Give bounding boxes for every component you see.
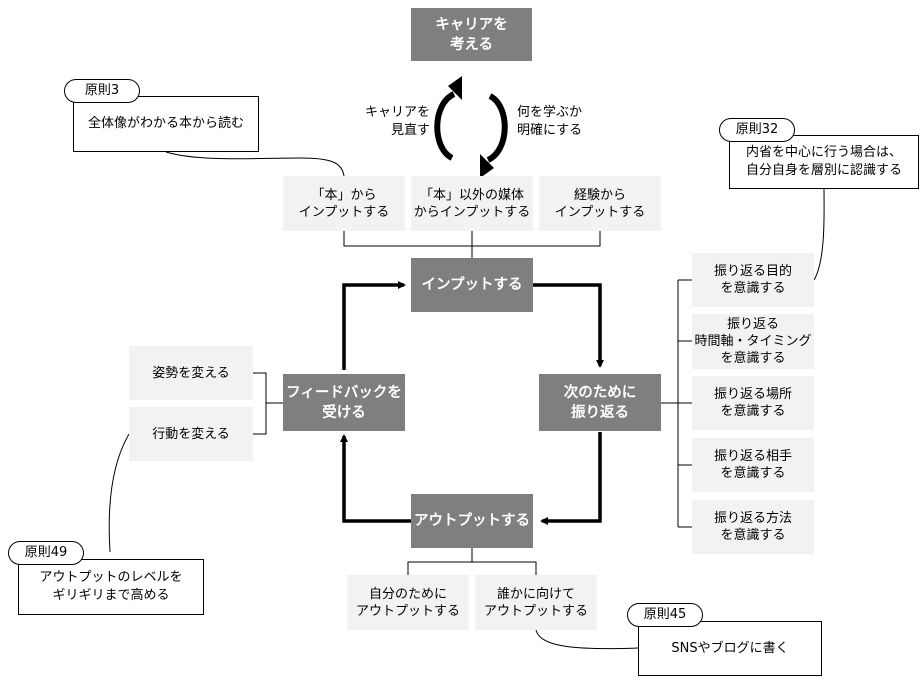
review-career-line1: キャリアを [364,105,430,120]
output-item-self: 自分のために アウトプットする [347,575,469,630]
cycle-arrowhead-bottom [480,154,494,178]
arrow-reflect-to-output [540,432,602,525]
reflect-item-timing: 振り返る 時間軸・タイミング を意識する [692,314,814,369]
reflect-items-bracket [661,279,692,528]
principle-32-line2: 自分自身を層別に認識する [745,163,902,178]
principle-3-tag: 原則3 [64,79,140,103]
output-item-others-line1: 誰かに向けて [496,586,575,602]
output-item-others: 誰かに向けて アウトプットする [475,575,597,630]
input-method-book-line1: 「本」から [311,187,377,203]
cycle-arrowhead-top [448,76,462,100]
cycle-arrow-left-icon [434,91,456,161]
arrow-input-to-reflect [533,283,604,368]
career-think-line1: キャリアを [435,16,508,33]
reflect-item-partner-line1: 振り返る相手 [713,449,792,464]
reflect-item-purpose: 振り返る目的 を意識する [692,253,814,307]
principle-3-text: 全体像がわかる本から読む [87,116,244,131]
reflect-item-method: 振り返る方法 を意識する [692,500,814,554]
principle-3-note: 全体像がわかる本から読む [73,96,259,152]
reflect-item-place-line2: を意識する [720,404,786,419]
input-method-experience-line1: 経験から [573,187,626,203]
input-node-label: インプットする [421,277,523,293]
principle-49-line2: ギリギリまで高める [52,588,170,603]
principle-45-text: SNSやブログに書く [671,640,789,656]
reflect-item-partner-line2: を意識する [720,466,786,481]
output-node: アウトプットする [411,494,533,548]
principle-3-tag-label: 原則3 [84,83,120,98]
clarify-learning-line1: 何を学ぶか [517,105,583,120]
principle-32-note: 内省を中心に行う場合は、 自分自身を層別に認識する [729,135,919,189]
reflect-node-line1: 次のために [563,384,637,401]
reflect-item-method-line1: 振り返る方法 [713,511,792,526]
input-method-other-media-line2: からインプットする [413,204,531,220]
reflect-node-line2: 振り返る [571,404,629,421]
callout-line-principle-49 [108,433,130,553]
clarify-learning-line2: 明確にする [517,123,583,138]
output-item-self-line1: 自分のために [368,586,447,602]
reflect-item-timing-line3: を意識する [720,351,786,366]
principle-32-tag-label: 原則32 [735,122,779,137]
output-item-others-line2: アウトプットする [483,603,588,619]
principle-49-note: アウトプットのレベルを ギリギリまで高める [18,559,204,615]
input-method-book-line2: インプットする [298,204,390,220]
input-method-other-media-line1: 「本」以外の媒体 [419,187,524,203]
input-method-experience-line2: インプットする [554,204,646,220]
career-think-box: キャリアを 考える [411,8,532,61]
feedback-item-action: 行動を変える [129,407,253,461]
principle-49-tag-label: 原則49 [24,545,68,560]
review-career-line2: 見直す [390,123,430,138]
input-node: インプットする [411,258,533,312]
reflect-item-purpose-line2: を意識する [720,281,786,296]
principle-49-line1: アウトプットのレベルを [39,570,183,585]
input-method-book: 「本」から インプットする [283,176,405,231]
principle-32-tag: 原則32 [719,118,795,142]
reflect-item-method-line2: を意識する [720,528,786,543]
reflect-node: 次のために 振り返る [539,374,661,431]
principle-45-tag-label: 原則45 [643,607,687,622]
principle-49-tag: 原則49 [8,541,84,565]
output-node-label: アウトプットする [414,513,530,529]
feedback-item-attitude: 姿勢を変える [129,346,253,400]
feedback-node: フィードバックを 受ける [283,374,405,431]
feedback-items-bracket [253,372,283,435]
feedback-node-line1: フィードバックを [286,384,402,401]
callout-line-principle-45 [535,629,639,650]
arrow-feedback-to-input [342,281,406,370]
input-methods-bracket [343,231,601,258]
cycle-arrow-right-icon [486,93,508,163]
feedback-item-attitude-label: 姿勢を変える [152,365,230,381]
principle-45-note: SNSやブログに書く [638,621,822,676]
output-items-bracket [407,548,537,575]
reflect-item-timing-line2: 時間軸・タイミング [694,334,812,349]
input-method-other-media: 「本」以外の媒体 からインプットする [411,176,533,231]
reflect-item-partner: 振り返る相手 を意識する [692,438,814,492]
review-career-label: キャリアを 見直す [352,104,430,140]
reflect-item-timing-line1: 振り返る [726,317,779,332]
principle-32-line1: 内省を中心に行う場合は、 [745,145,902,160]
reflect-item-purpose-line1: 振り返る目的 [713,264,792,279]
callout-line-principle-32 [813,188,825,281]
feedback-item-action-label: 行動を変える [152,426,230,442]
feedback-node-line2: 受ける [322,404,366,421]
output-item-self-line2: アウトプットする [355,603,460,619]
reflect-item-place: 振り返る場所 を意識する [692,376,814,430]
input-method-experience: 経験から インプットする [539,176,661,231]
callout-line-principle-3 [165,151,345,177]
career-think-line2: 考える [449,36,494,53]
reflect-item-place-line1: 振り返る場所 [713,387,792,402]
arrow-output-to-feedback [340,434,411,523]
principle-45-tag: 原則45 [627,603,703,627]
clarify-learning-label: 何を学ぶか 明確にする [517,104,607,140]
